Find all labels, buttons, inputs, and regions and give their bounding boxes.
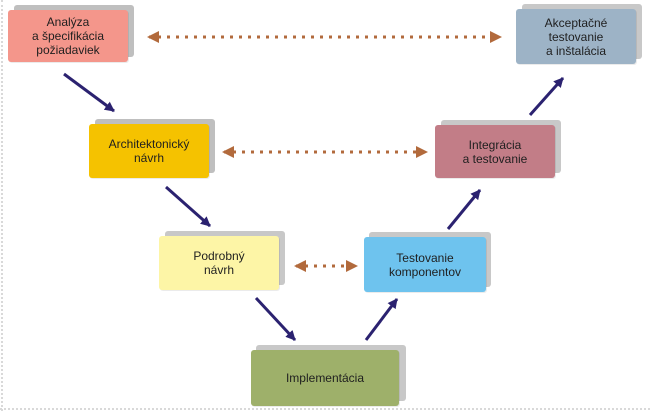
node-detailed-design: Podrobný návrh: [159, 231, 285, 290]
node-label: Integrácia a testovanie: [435, 125, 555, 178]
node-integration-testing: Integrácia a testovanie: [435, 120, 561, 178]
arrow-architecture-to-detailed-design: [165, 185, 211, 228]
node-requirements-analysis: Analýza a špecifikácia požiadaviek: [8, 5, 134, 62]
node-architectural-design: Architektonický návrh: [89, 119, 215, 178]
left-dotted-rule: [1, 0, 3, 411]
node-acceptance-testing: Akceptačné testovanie a inštalácia: [516, 4, 642, 64]
node-label: Podrobný návrh: [159, 236, 279, 290]
arrow-analysis-to-architecture: [63, 72, 115, 113]
node-implementation: Implementácia: [251, 345, 406, 406]
node-label: Analýza a špecifikácia požiadaviek: [8, 10, 128, 62]
arrow-component-testing-to-integration: [446, 189, 482, 230]
node-label: Implementácia: [251, 350, 399, 406]
node-label: Akceptačné testovanie a inštalácia: [516, 9, 636, 64]
node-component-testing: Testovanie komponentov: [364, 232, 491, 292]
node-label: Testovanie komponentov: [364, 237, 486, 292]
arrow-integration-to-acceptance: [528, 77, 565, 116]
arrow-implementation-to-component-testing: [364, 298, 399, 341]
bottom-dotted-rule: [0, 408, 650, 410]
arrow-detailed-design-to-implementation: [254, 296, 297, 342]
node-label: Architektonický návrh: [89, 124, 209, 178]
